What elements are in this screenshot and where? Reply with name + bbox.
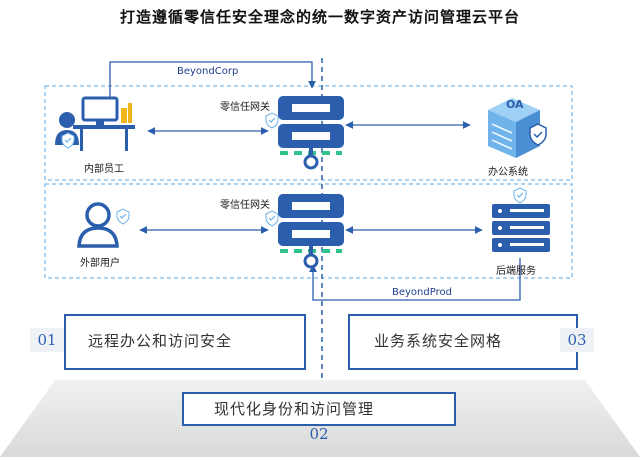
beyondcorp-label: BeyondCorp [177, 66, 239, 77]
oa-badge: OA [506, 98, 524, 111]
backend-server-icon [492, 187, 550, 252]
card-service-mesh [348, 314, 578, 370]
beyondprod-arrow [309, 258, 521, 301]
gateway-icon-external [265, 194, 344, 269]
card-remote-work-number: 01 [30, 328, 64, 352]
backend-service-label: 后端服务 [496, 266, 536, 277]
card-service-mesh-text: 业务系统安全网格 [374, 332, 503, 350]
beyondcorp-arrow [109, 61, 316, 110]
card-identity-management [182, 392, 456, 426]
card-remote-work-text: 远程办公和访问安全 [88, 332, 233, 350]
gateway-icon-internal [265, 96, 344, 170]
internal-gateway-label: 零信任网关 [220, 102, 270, 113]
card-service-mesh-number: 03 [560, 328, 594, 352]
oa-system-label: 办公系统 [488, 167, 528, 178]
card-identity-management-text: 现代化身份和访问管理 [214, 400, 375, 418]
external-zone-box [44, 183, 573, 279]
page-title: 打造遵循零信任安全理念的统一数字资产访问管理云平台 [119, 8, 520, 26]
beyondprod-label: BeyondProd [392, 287, 452, 298]
employee-icon [55, 96, 135, 151]
internal-employee-label: 内部员工 [84, 164, 124, 175]
external-user-label: 外部用户 [80, 258, 120, 269]
internal-zone-box [44, 85, 573, 181]
card-identity-management-number: 02 [309, 425, 329, 443]
oa-server-icon: OA [488, 98, 547, 158]
external-user-icon [77, 202, 130, 248]
external-gateway-label: 零信任网关 [220, 200, 270, 211]
card-remote-work [64, 314, 306, 370]
